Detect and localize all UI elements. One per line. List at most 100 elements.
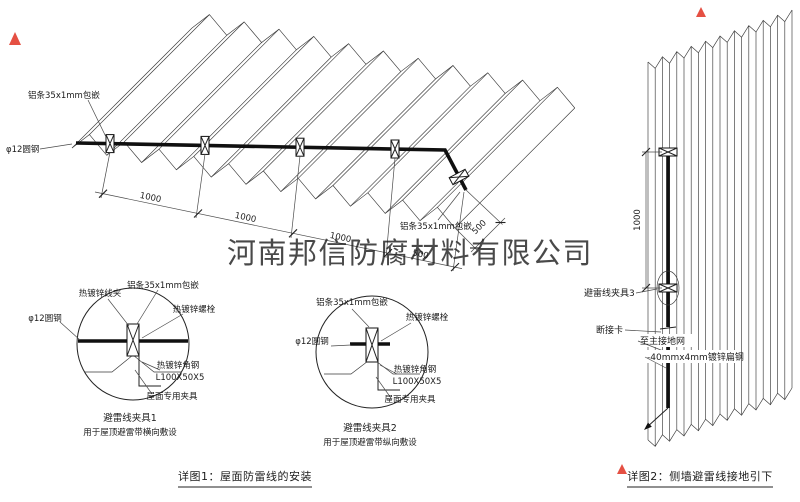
label-galvanized-bolt: 热镀锌螺栓 bbox=[173, 304, 216, 315]
dim-tick bbox=[641, 147, 651, 157]
roof-ridge-line bbox=[332, 65, 454, 186]
wall-view: 1000 避雷线夹具3 断接卡 至主接地网 -40mmx4mm镀锌扁钢 bbox=[584, 9, 793, 447]
label-aluminum-strip-top: 铝条35x1mm包嵌 bbox=[28, 90, 100, 101]
leader-line bbox=[624, 329, 662, 333]
wall-top-profile bbox=[647, 9, 793, 69]
wire-clamp bbox=[200, 135, 210, 155]
label-angle-size: L100X50X5 bbox=[156, 373, 205, 383]
label-aluminum-strip-right: 铝条35x1mm包嵌 bbox=[400, 221, 472, 232]
detail1-subtitle: 用于屋顶避雷带横向敷设 bbox=[83, 427, 177, 438]
dim-label-500: 500 bbox=[411, 248, 429, 261]
leader-line bbox=[375, 376, 392, 399]
disconnect-link bbox=[659, 326, 677, 330]
dim-tick bbox=[450, 262, 460, 272]
label-aluminum-strip: 铝条35x1mm包嵌 bbox=[316, 297, 388, 308]
detail-view-1: 热镀锌线夹 铝条35x1mm包嵌 热镀锌螺栓 φ12圆钢 热镀锌角钢 L100X… bbox=[28, 280, 215, 438]
angle-steel bbox=[138, 356, 161, 387]
dim-tick bbox=[641, 283, 651, 293]
label-round-steel: φ12圆钢 bbox=[295, 336, 328, 347]
label-galvanized-bolt: 热镀锌螺栓 bbox=[406, 312, 449, 323]
wall-bottom-profile bbox=[647, 387, 793, 447]
dim-label-1000: 1000 bbox=[329, 231, 352, 245]
roof-valley-line bbox=[210, 56, 332, 178]
roof-edge-line bbox=[454, 107, 576, 229]
leader-line bbox=[141, 361, 161, 371]
dimension-line bbox=[470, 217, 506, 253]
label-aluminum-strip: 铝条35x1mm包嵌 bbox=[127, 280, 199, 291]
dim-tick bbox=[98, 189, 108, 199]
extension-line bbox=[290, 155, 301, 239]
dim-label-1000: 1000 bbox=[633, 209, 643, 231]
roof-ridge-line bbox=[297, 58, 419, 179]
lightning-wire bbox=[75, 141, 468, 191]
extension-line bbox=[195, 153, 206, 219]
detail2-subtitle: 用于屋顶避雷带纵向敷设 bbox=[323, 437, 417, 448]
roof-corrugation bbox=[71, 14, 576, 229]
dim-label-500-side: 500 bbox=[470, 218, 489, 237]
arrowhead-icon bbox=[644, 422, 652, 430]
roof-valley-line bbox=[350, 85, 471, 207]
roof-ridge-line bbox=[437, 87, 558, 208]
roof-front-profile bbox=[71, 134, 456, 229]
label-roof-fixture: 屋面专用夹具 bbox=[146, 391, 198, 402]
roof-ridge-line bbox=[123, 21, 245, 143]
extension-line bbox=[100, 151, 111, 199]
label-bg bbox=[644, 350, 738, 363]
roof-valley-line bbox=[106, 35, 228, 156]
leader-line bbox=[379, 364, 398, 375]
wall-dimension: 1000 bbox=[633, 147, 662, 293]
leader-line bbox=[380, 322, 412, 342]
leader-line bbox=[330, 344, 352, 347]
roof-valley-line bbox=[245, 64, 367, 185]
label-bg bbox=[637, 334, 695, 347]
wire-clamp bbox=[295, 137, 305, 157]
leader-line bbox=[351, 308, 370, 328]
revision-mark-icon bbox=[696, 7, 706, 17]
detail-circle bbox=[76, 287, 190, 401]
caption-fig2: 详图2：侧墙避雷线接地引下 bbox=[627, 469, 773, 483]
extension-line bbox=[385, 157, 396, 259]
dim-tick bbox=[193, 209, 203, 218]
company-watermark: 河南邦信防腐材料有限公司 bbox=[227, 236, 593, 270]
dim-label-1000: 1000 bbox=[139, 191, 162, 205]
leader-line bbox=[87, 99, 107, 138]
leader-line bbox=[635, 288, 658, 294]
roof-ridge-line bbox=[89, 14, 210, 135]
detail-circle bbox=[315, 295, 429, 409]
revision-mark-icon bbox=[617, 464, 627, 474]
label-round-steel: φ12圆钢 bbox=[6, 144, 39, 155]
label-angle-steel: 热镀锌角钢 bbox=[394, 364, 437, 375]
leader-line bbox=[644, 356, 667, 369]
label-flat-steel: -40mmx4mm镀锌扁钢 bbox=[647, 351, 744, 363]
wire-clamp bbox=[448, 168, 470, 186]
detail1-title: 避雷线夹具1 bbox=[103, 412, 157, 424]
roof-valley-line bbox=[315, 78, 436, 200]
label-to-main-ground: 至主接地网 bbox=[640, 335, 685, 347]
leader-line bbox=[39, 143, 73, 150]
dim-tick bbox=[383, 248, 393, 258]
detail-view-2: 铝条35x1mm包嵌 热镀锌螺栓 φ12圆钢 热镀锌角钢 L100X50X5 屋… bbox=[295, 295, 449, 448]
roof-back-profile bbox=[191, 14, 576, 109]
label-round-steel: φ12圆钢 bbox=[28, 313, 61, 324]
roof-ridge-line bbox=[263, 50, 384, 172]
wire-clamp bbox=[390, 139, 400, 159]
caption-fig1: 详图1：屋面防雷线的安装 bbox=[178, 469, 312, 483]
label-wire-clip: 热镀锌线夹 bbox=[79, 288, 122, 299]
roof-isometric-view: 1000 1000 1000 500 500 铝条35x1mm包嵌 φ12圆钢 … bbox=[6, 14, 576, 272]
label-clamp3: 避雷线夹具3 bbox=[584, 287, 635, 299]
extension-line bbox=[454, 227, 478, 251]
dimension-line bbox=[94, 191, 463, 269]
extension-line bbox=[465, 189, 503, 225]
leader-line bbox=[59, 321, 81, 341]
dim-label-1000: 1000 bbox=[234, 211, 257, 225]
angle-steel bbox=[377, 362, 400, 391]
roof-valley-line bbox=[71, 27, 193, 149]
roof-ridge-line bbox=[158, 28, 280, 150]
revision-mark-icon bbox=[9, 32, 21, 45]
clamp-hatch bbox=[126, 323, 140, 357]
leader-line bbox=[136, 289, 159, 325]
dim-tick bbox=[288, 228, 298, 238]
leader-line bbox=[141, 313, 184, 339]
